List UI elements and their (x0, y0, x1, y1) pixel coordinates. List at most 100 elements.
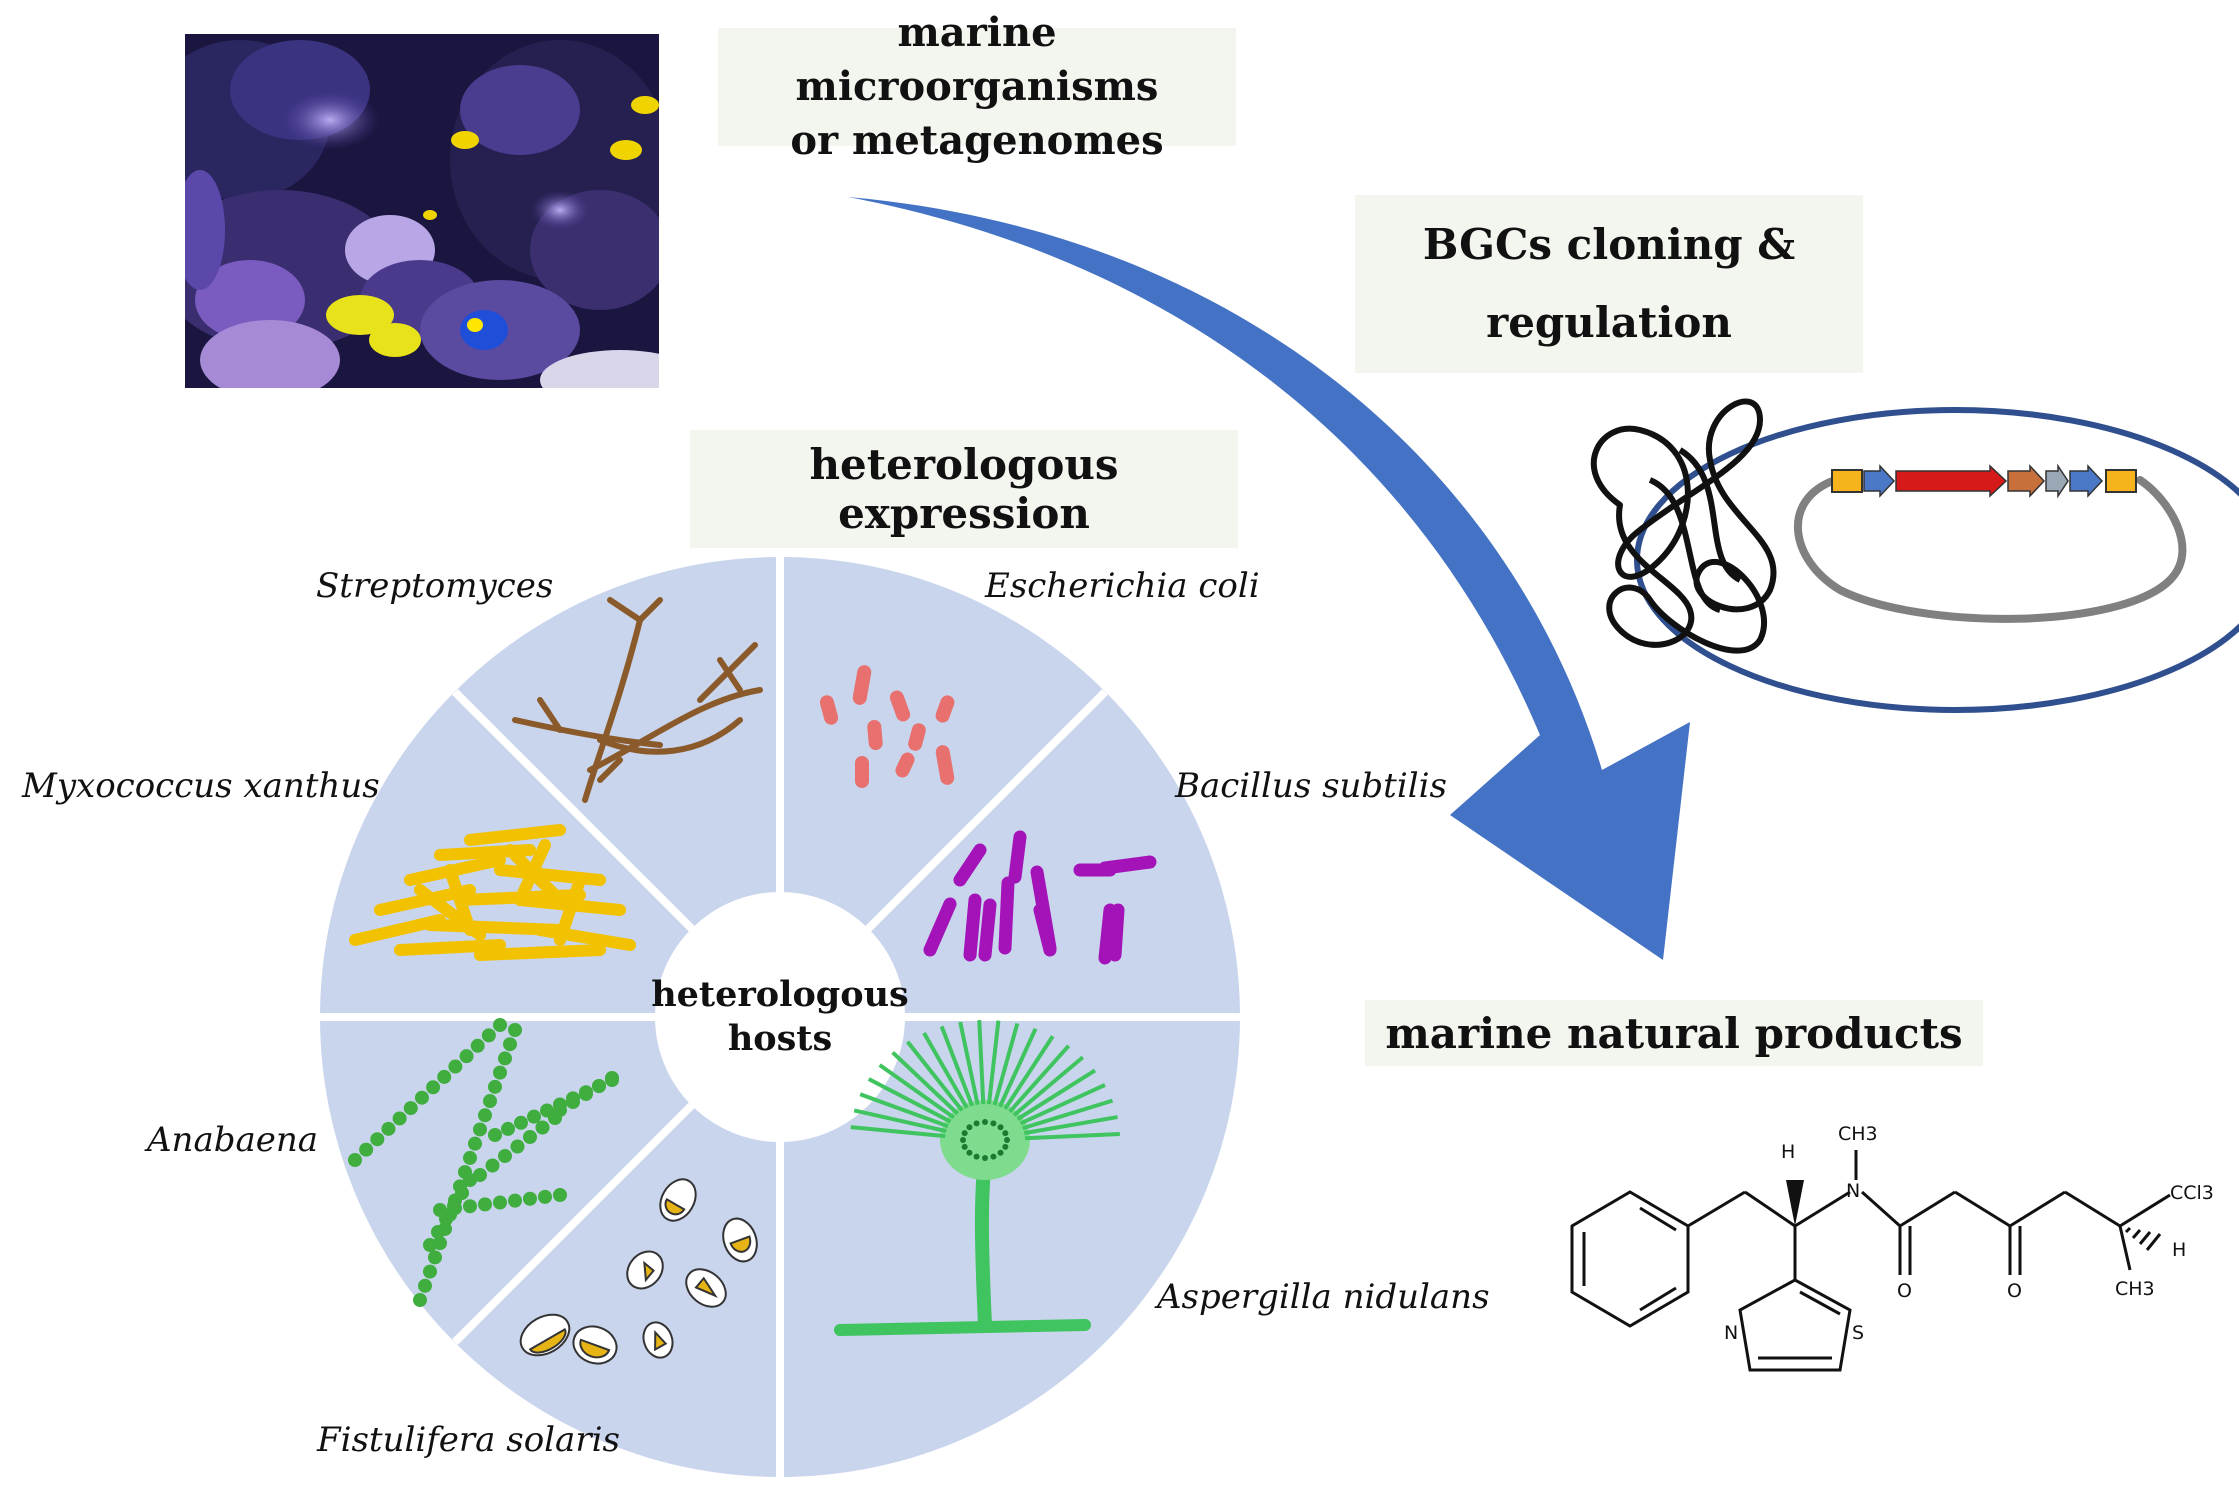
anabaena-cell (540, 1103, 554, 1118)
process-arrow (848, 197, 1690, 960)
anabaena-cell (437, 1069, 452, 1084)
aspergilla-conidia-chain (1023, 1115, 1118, 1136)
wedge-bond (1786, 1180, 1804, 1226)
anabaena-cell (493, 1195, 507, 1210)
aspergilla-conidia-chain (1016, 1068, 1097, 1121)
aspergilla-nucleus (961, 1130, 968, 1137)
coral-reef-photo (185, 34, 659, 388)
anabaena-cell (508, 1023, 522, 1037)
anabaena-cell (566, 1095, 580, 1109)
atom-ch3-bottom: CH3 (2115, 1278, 2155, 1300)
anabaena-cell (359, 1142, 374, 1157)
center-label-line2: hosts (727, 1018, 833, 1059)
anabaena-cell (508, 1193, 522, 1208)
host-pie (320, 557, 1240, 1477)
aspergilla-nucleus (997, 1149, 1004, 1156)
anabaena-cell (459, 1049, 474, 1064)
host-label-ecoli: Escherichia coli (985, 566, 1260, 606)
aspergilla-conidia-chain (1022, 1098, 1114, 1131)
anabaena-cell (403, 1101, 418, 1116)
anabaena-cell (448, 1059, 463, 1074)
aspergilla-conidia-chain (992, 1022, 1020, 1106)
products-label: marine natural products (1385, 1008, 1963, 1058)
aspergilla-conidia-chain (850, 1125, 946, 1139)
anabaena-cell (414, 1090, 429, 1105)
anabaena-cell (478, 1197, 492, 1212)
source-label-line2: or metagenomes (790, 117, 1164, 164)
host-label-myxococcus: Myxococcus xanthus (22, 766, 380, 806)
anabaena-cell (426, 1080, 441, 1095)
aspergilla-nucleus (973, 1120, 980, 1127)
anabaena-cell (501, 1121, 515, 1136)
aspergilla-conidia-chain (998, 1027, 1038, 1108)
anabaena-cell (488, 1079, 502, 1094)
aspergilla-nucleus (982, 1155, 988, 1161)
myxococcus-illustration (349, 824, 636, 961)
anabaena-cell (413, 1293, 427, 1307)
source-label-line1: marine microorganisms (795, 9, 1159, 110)
expression-label-box: heterologous expression (690, 430, 1238, 548)
chemical-structure (1570, 1150, 2171, 1372)
anabaena-cell (503, 1037, 517, 1052)
aspergilla-illustration (834, 1020, 1120, 1336)
anabaena-cell (579, 1087, 593, 1101)
anabaena-cell (423, 1238, 437, 1252)
host-label-streptomyces: Streptomyces (316, 566, 554, 606)
center-label-line1: heterologous (651, 974, 909, 1015)
atom-ccl3: CCl3 (2170, 1182, 2214, 1204)
anabaena-cell (431, 1225, 445, 1239)
bacillus-illustration (923, 830, 1157, 965)
aspergilla-conidia-chain (939, 1025, 975, 1107)
anabaena-cell (428, 1250, 442, 1265)
plasmid-ring (1794, 476, 2187, 623)
aspergilla-nucleus (997, 1124, 1004, 1131)
fistulifera-illustration (519, 1178, 758, 1365)
anabaena-cell (535, 1120, 550, 1135)
anabaena-cell (473, 1122, 487, 1137)
anabaena-cell (418, 1278, 432, 1293)
anabaena-cell (392, 1111, 407, 1126)
aspergilla-conidia-chain (891, 1050, 960, 1116)
aspergilla-conidia-chain (867, 1077, 952, 1124)
anabaena-cell (605, 1071, 619, 1085)
aspergilla-nucleus (961, 1143, 968, 1150)
anabaena-cell (478, 1108, 492, 1123)
anabaena-cell (538, 1189, 552, 1204)
expression-label: heterologous expression (809, 440, 1119, 538)
aspergilla-conidia-chain (853, 1108, 947, 1134)
anabaena-cell (455, 1186, 469, 1200)
atom-n-ring: N (1724, 1322, 1738, 1344)
atom-s-ring: S (1852, 1322, 1864, 1344)
aspergilla-conidia-chain (859, 1092, 949, 1129)
anabaena-cell (488, 1128, 502, 1142)
anabaena-cell (498, 1051, 512, 1066)
anabaena-cell (523, 1191, 537, 1206)
atom-h-top: H (1781, 1141, 1795, 1163)
aspergilla-conidia-chain (958, 1021, 980, 1106)
aspergilla-nucleus (1004, 1137, 1010, 1143)
source-label-box: marine microorganisms or metagenomes (718, 9, 1236, 164)
aspergilla-conidia-chain (977, 1020, 986, 1105)
aspergilla-conidia-chain (1019, 1083, 1106, 1126)
aspergilla-nucleus (966, 1149, 973, 1156)
atom-ch3-top: CH3 (1838, 1123, 1878, 1145)
genomic-dna (1590, 398, 1777, 654)
anabaena-cell (463, 1150, 477, 1165)
anabaena-illustration (348, 1018, 619, 1307)
anabaena-cell (485, 1158, 500, 1173)
host-label-anabaena: Anabaena (147, 1120, 319, 1160)
anabaena-cell (439, 1212, 453, 1226)
aspergilla-nucleus (973, 1153, 980, 1160)
host-label-aspergilla: Aspergilla nidulans (1157, 1277, 1490, 1317)
aspergilla-nucleus (990, 1120, 997, 1127)
cloning-label-line1: BGCs cloning & (1422, 220, 1796, 269)
bgc-plasmid-panel (1590, 398, 2239, 713)
atom-o-left: O (1897, 1280, 1912, 1302)
anabaena-cell (381, 1121, 396, 1136)
anabaena-cell (423, 1264, 437, 1279)
aspergilla-conidia-chain (1012, 1055, 1085, 1117)
anabaena-cell (348, 1153, 362, 1167)
aspergilla-conidia-chain (878, 1063, 955, 1120)
